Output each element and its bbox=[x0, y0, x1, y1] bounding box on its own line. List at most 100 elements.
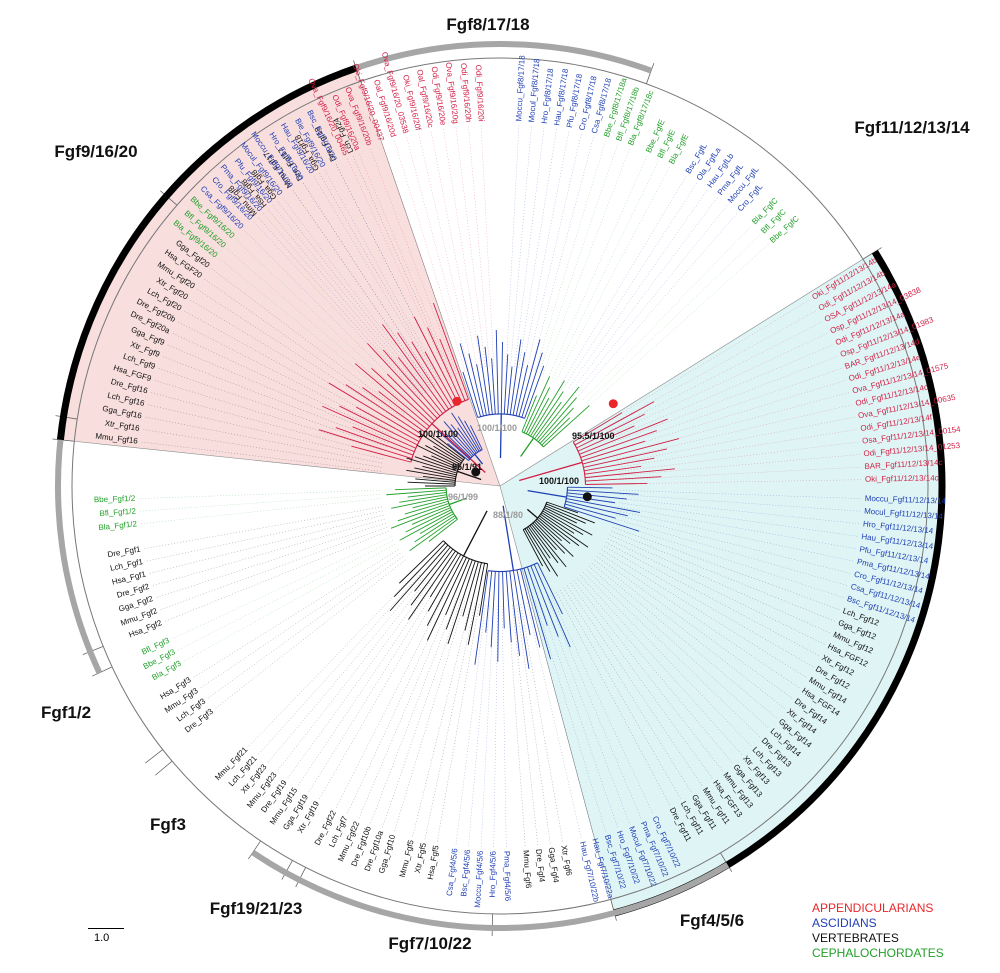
clade-twig bbox=[523, 567, 552, 660]
leaf-dotted-115 bbox=[176, 540, 394, 651]
clade-twig bbox=[467, 563, 485, 645]
clade-twig bbox=[541, 512, 575, 534]
clade-twig bbox=[427, 554, 462, 612]
clade-stem-5 bbox=[526, 508, 539, 519]
leaf-dotted-9 bbox=[510, 124, 532, 367]
family-label-fgf9: Fgf9/16/20 bbox=[54, 142, 137, 161]
clade-twig bbox=[351, 445, 412, 463]
leaf-label: Xtr_Fgf5 bbox=[413, 841, 428, 873]
leaf-dotted-119 bbox=[154, 522, 386, 599]
outer-circle bbox=[71, 57, 929, 915]
clade-twig bbox=[521, 395, 537, 432]
clade-twig bbox=[399, 511, 453, 541]
clade-twig bbox=[520, 568, 541, 648]
clade-twig bbox=[371, 367, 433, 425]
clade-twig bbox=[429, 552, 459, 598]
clade-twig bbox=[451, 412, 479, 453]
clade-twig bbox=[322, 405, 417, 449]
legend: APPENDICULARIANS ASCIDIANS VERTEBRATES C… bbox=[812, 901, 944, 961]
node-support-label-0: 100/1/100 bbox=[418, 429, 458, 439]
leaf-dotted-19 bbox=[552, 159, 660, 379]
leaf-dotted-92 bbox=[455, 605, 486, 847]
clade-twig bbox=[464, 420, 482, 451]
leaf-dotted-104 bbox=[296, 585, 434, 788]
legend-ascidians: ASCIDIANS bbox=[812, 916, 877, 930]
clade-twig bbox=[390, 505, 450, 529]
clade-twig bbox=[505, 571, 512, 643]
clade-twig bbox=[506, 366, 513, 415]
clade-twig bbox=[395, 487, 447, 491]
clade-twig bbox=[457, 427, 477, 454]
leaf-dotted-99 bbox=[357, 596, 454, 821]
clade-twig bbox=[339, 405, 418, 446]
clade-twig bbox=[546, 501, 579, 514]
clade-twig bbox=[565, 500, 628, 517]
leaf-dotted-103 bbox=[307, 587, 437, 794]
clade-twig bbox=[531, 524, 567, 568]
clade-twig bbox=[397, 502, 450, 522]
leaf-label: Moccu_Fgf11/12/13/14 bbox=[865, 494, 947, 506]
clade-twig bbox=[409, 517, 457, 551]
clade-twig bbox=[411, 341, 453, 408]
leaf-dotted-125 bbox=[137, 494, 381, 512]
leaf-label: Moccu_Fgf8/17/18 bbox=[514, 55, 526, 122]
clade-twig bbox=[450, 424, 476, 455]
clade-stem-9 bbox=[457, 470, 482, 481]
clade-twig bbox=[425, 445, 461, 465]
clade-twig bbox=[432, 302, 469, 400]
clade-twig bbox=[407, 491, 447, 498]
clade-twig bbox=[497, 571, 500, 662]
clade-twig bbox=[585, 476, 662, 482]
clade-twig bbox=[427, 327, 463, 403]
clade-twig bbox=[419, 513, 454, 535]
clade-twig bbox=[566, 498, 641, 513]
leaf-label: Hro_Fgf4/5/6 bbox=[488, 850, 498, 897]
clade-twig bbox=[398, 540, 444, 584]
clade-twig bbox=[524, 528, 551, 572]
clade-twig bbox=[521, 352, 543, 418]
clade-twig bbox=[428, 518, 458, 542]
clade-twig bbox=[533, 521, 566, 554]
clade-stem-8 bbox=[449, 497, 467, 506]
clade-twig bbox=[354, 363, 430, 427]
leaf-dotted-118 bbox=[158, 526, 388, 611]
clade-twig bbox=[422, 465, 457, 476]
leaf-label: Gga_Fgf4 bbox=[547, 847, 561, 884]
clade-twig bbox=[573, 412, 623, 443]
leaf-dotted-111 bbox=[206, 556, 404, 700]
leaf-dotted-105 bbox=[286, 582, 430, 780]
leaf-label: Bbe_Fgf1/2 bbox=[94, 494, 136, 504]
clade-bar-6 bbox=[488, 562, 538, 573]
leaf-dotted-102 bbox=[318, 589, 441, 801]
clade-twig bbox=[503, 354, 509, 415]
leaf-dotted-12 bbox=[522, 129, 570, 369]
clade-twig bbox=[444, 432, 472, 459]
clade-twig bbox=[585, 468, 675, 479]
family-label-fgf4: Fgf4/5/6 bbox=[680, 911, 744, 930]
leaf-dotted-16 bbox=[538, 142, 619, 373]
clade-stem-7 bbox=[463, 510, 488, 557]
clade-twig bbox=[382, 349, 441, 417]
clade-twig bbox=[526, 527, 559, 577]
clade-twig bbox=[459, 343, 482, 417]
clade-twig bbox=[543, 508, 593, 536]
clade-twig bbox=[567, 486, 613, 489]
clade-twig bbox=[585, 482, 648, 485]
leaf-dotted-117 bbox=[163, 530, 389, 623]
clade-twig bbox=[532, 391, 564, 438]
clade-twig bbox=[522, 529, 544, 567]
clade-twig bbox=[490, 571, 496, 648]
clade-twig bbox=[579, 418, 668, 455]
clade-twig bbox=[362, 387, 426, 433]
legend-appendicularians: APPENDICULARIANS bbox=[812, 901, 934, 915]
clade-twig bbox=[423, 475, 456, 481]
clade-twig bbox=[500, 342, 503, 415]
clade-twig bbox=[577, 425, 635, 452]
clade-bar-10 bbox=[468, 449, 483, 461]
clade-twig bbox=[567, 489, 639, 495]
clade-twig bbox=[328, 382, 422, 439]
leaf-dotted-126 bbox=[137, 489, 381, 499]
clade-twig bbox=[414, 467, 457, 478]
clade-twig bbox=[414, 456, 458, 472]
leaf-label: Bfl_Fgf1/2 bbox=[99, 507, 137, 519]
